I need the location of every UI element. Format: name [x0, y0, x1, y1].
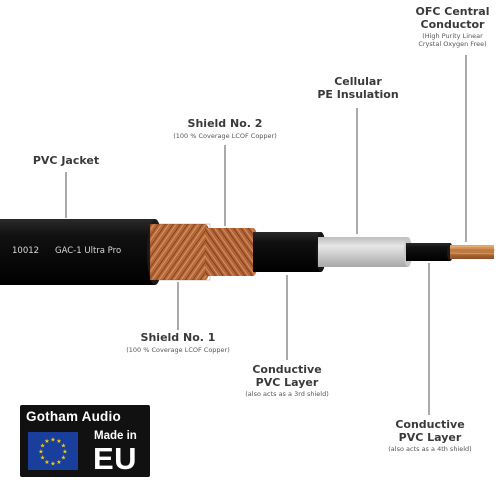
label-shield-2: Shield No. 2 (100 % Coverage LCOF Copper…	[160, 117, 290, 140]
label-cond4-title-1: Conductive	[395, 418, 465, 431]
label-pvc-jacket: PVC Jacket	[20, 154, 112, 168]
ofc-conductor-wires	[449, 245, 496, 259]
eu-star-icon: ★	[40, 443, 45, 450]
gotham-audio-logo: Gotham Audio ★★★★★★★★★★★★ Made in EU	[20, 405, 150, 477]
shield-2-braid	[205, 228, 259, 276]
eu-flag-icon: ★★★★★★★★★★★★	[28, 432, 78, 470]
eu-star-icon: ★	[62, 449, 67, 456]
eu-star-icon: ★	[61, 443, 66, 450]
label-ofc-sub-2: Crystal Oxygen Free)	[418, 39, 487, 48]
label-shield2-sub: (100 % Coverage LCOF Copper)	[173, 131, 277, 140]
label-conductive-pvc-3: Conductive PVC Layer (also acts as a 3rd…	[236, 363, 338, 399]
cable-print-model: GAC-1 Ultra Pro	[55, 246, 122, 256]
shield-1-braid	[149, 223, 212, 281]
logo-brand: Gotham Audio	[26, 409, 121, 424]
logo-region: EU	[93, 441, 138, 476]
eu-star-icon: ★	[44, 459, 49, 466]
label-cond3-sub: (also acts as a 3rd shield)	[245, 390, 329, 399]
label-conductive-pvc-4: Conductive PVC Layer (also acts as a 4th…	[378, 418, 482, 454]
label-cond4-sub: (also acts as a 4th shield)	[388, 445, 472, 454]
pe-insulation-segment	[318, 237, 412, 267]
label-shield1-sub: (100 % Coverage LCOF Copper)	[126, 345, 230, 354]
eu-star-icon: ★	[50, 437, 55, 444]
eu-star-icon: ★	[40, 455, 45, 462]
label-cond3-title-2: PVC Layer	[255, 375, 319, 389]
label-jacket-title: PVC Jacket	[32, 154, 100, 167]
label-shield-1: Shield No. 1 (100 % Coverage LCOF Copper…	[112, 331, 244, 354]
conductive-pvc-layer-4	[406, 243, 453, 261]
label-shield1-title: Shield No. 1	[140, 331, 216, 344]
eu-star-icon: ★	[38, 449, 43, 456]
label-ofc-conductor: OFC Central Conductor (High Purity Linea…	[405, 5, 500, 48]
cable-print-code: 10012	[12, 246, 40, 256]
label-ofc-title-2: Conductor	[420, 17, 485, 31]
label-shield2-title: Shield No. 2	[187, 117, 263, 130]
label-cond4-title-2: PVC Layer	[398, 430, 462, 444]
eu-star-icon: ★	[44, 438, 49, 445]
leader-lines	[65, 55, 467, 415]
eu-star-icon: ★	[56, 459, 61, 466]
eu-star-icon: ★	[50, 461, 55, 468]
conductive-pvc-layer-3	[253, 232, 326, 272]
label-ofc-sub-1: (High Purity Linear	[422, 32, 483, 41]
eu-star-icon: ★	[56, 438, 61, 445]
label-pe-title-2: PE Insulation	[317, 87, 399, 101]
logo-made-in: Made in	[94, 430, 137, 442]
label-pe-insulation: Cellular PE Insulation	[310, 75, 406, 101]
eu-star-icon: ★	[61, 455, 66, 462]
label-ofc-title-1: OFC Central	[415, 5, 490, 18]
label-cond3-title-1: Conductive	[252, 363, 322, 376]
label-pe-title-1: Cellular	[334, 75, 382, 88]
